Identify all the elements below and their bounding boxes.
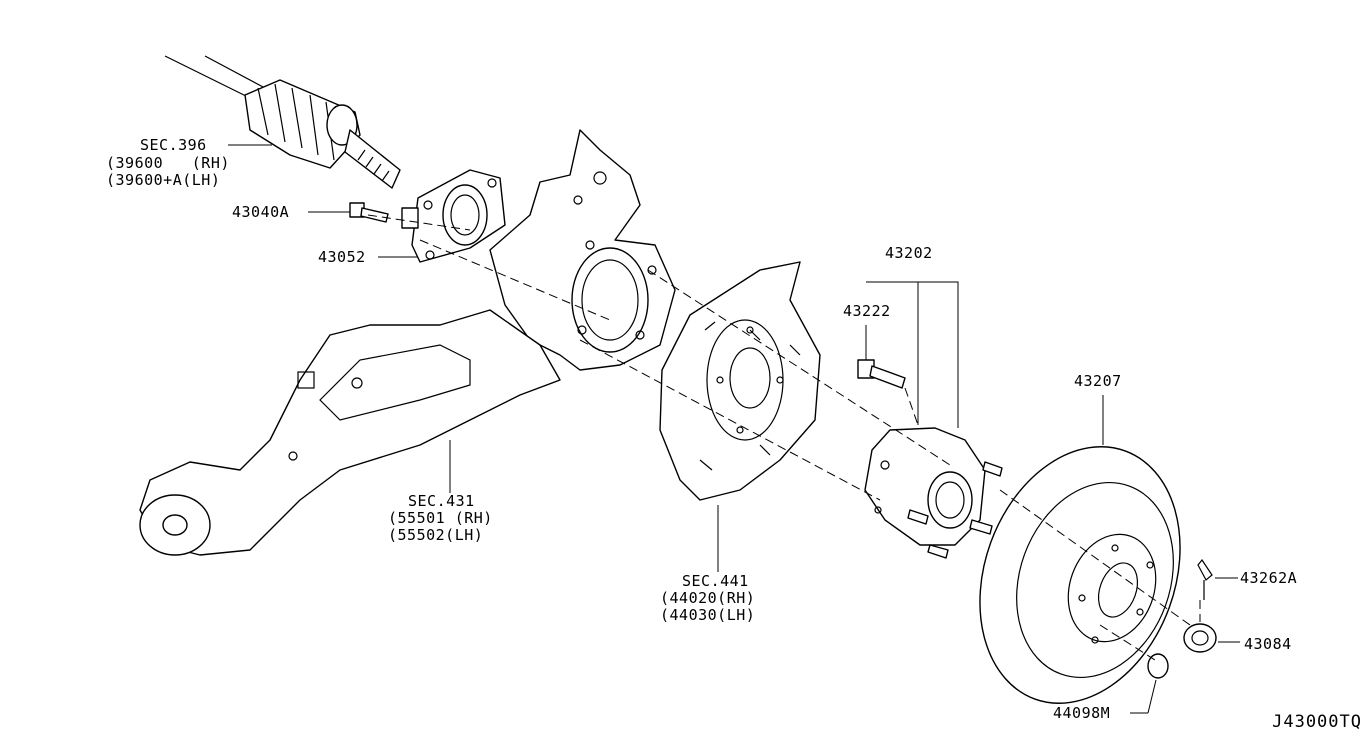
bolt-43040a (349, 202, 389, 223)
label-sec396-rh: (39600 (RH) (106, 154, 230, 172)
dust-shield (659, 261, 821, 501)
bolt-43222 (857, 359, 906, 389)
label-sec396-title: SEC.396 (140, 136, 207, 154)
label-43040a: 43040A (232, 203, 290, 221)
label-43084: 43084 (1244, 635, 1292, 653)
label-sec396-lh: (39600+A(LH) (106, 171, 221, 189)
label-sec431-lh: (55502(LH) (388, 526, 484, 544)
label-sec441-rh: (44020(RH) (660, 589, 756, 607)
label-43202: 43202 (885, 244, 933, 262)
label-44098m: 44098M (1053, 704, 1111, 722)
cap-44098m (1147, 653, 1169, 679)
bearing-housing-43052 (401, 169, 506, 263)
lower-arm (139, 309, 561, 556)
diagram-code: J43000TQ (1272, 712, 1362, 732)
cotter-pin-43262a (1197, 558, 1213, 600)
label-43052: 43052 (318, 248, 366, 266)
hub-nut-43084 (1183, 623, 1217, 653)
label-sec431-rh: (55501 (RH) (388, 509, 493, 527)
steering-knuckle (489, 129, 676, 371)
label-sec441-title: SEC.441 (682, 572, 749, 590)
drive-shaft (164, 55, 401, 189)
hub-assembly-43202 (864, 427, 1003, 559)
label-43207: 43207 (1074, 372, 1122, 390)
label-sec441-lh: (44030(LH) (660, 606, 756, 624)
label-43262a: 43262A (1240, 569, 1298, 587)
label-sec431-title: SEC.431 (408, 492, 475, 510)
label-43222: 43222 (843, 302, 891, 320)
